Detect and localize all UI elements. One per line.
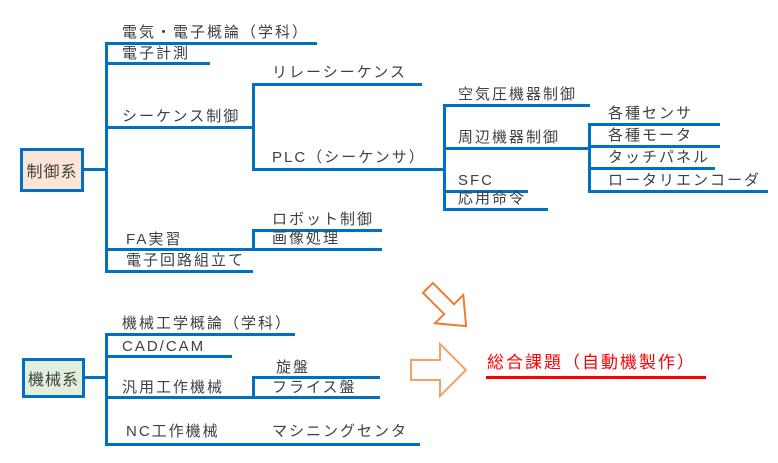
branch-underline-sensors	[588, 123, 720, 126]
branch-underline-mech-theory	[105, 333, 295, 336]
control-systems-root-box: 制御系	[20, 148, 84, 192]
branch-underline-fa-practice	[105, 248, 382, 251]
machine-systems-root-box: 機械系	[22, 358, 85, 398]
node-plc: PLC（シーケンサ）	[272, 149, 426, 166]
fa-subtree-vertical-line	[252, 229, 255, 251]
branch-underline-general-machine-tools	[105, 396, 380, 399]
control-trunk-line	[105, 42, 108, 273]
branch-underline-touch-panel	[588, 167, 715, 170]
node-image-processing: 画像処理	[272, 230, 341, 247]
node-sfc: SFC	[458, 172, 494, 189]
node-lathe: 旋盤	[276, 359, 311, 376]
branch-underline-rotary-encoder	[588, 190, 768, 193]
branch-underline-nc-machine-tools	[105, 443, 420, 446]
node-milling-machine: フライス盤	[272, 379, 357, 396]
branch-underline-sequence-control	[105, 126, 255, 129]
node-peripheral-control: 周辺機器制御	[458, 129, 561, 146]
node-pneumatic-control: 空気圧機器制御	[458, 86, 578, 103]
node-general-machine-tools: 汎用工作機械	[122, 379, 225, 396]
node-circuit-assembly: 電子回路組立て	[126, 252, 246, 269]
flow-arrow-right-icon	[410, 341, 468, 399]
branch-underline-electronic-measurement	[105, 62, 210, 65]
branch-underline-robot-control	[252, 229, 382, 232]
goal-underline	[486, 376, 706, 379]
node-machining-center: マシニングセンタ	[272, 423, 409, 440]
branch-underline-pneumatic	[443, 104, 590, 107]
node-robot-control: ロボット制御	[272, 211, 375, 228]
branch-underline-applied-commands	[443, 208, 548, 211]
goal-title: 総合課題（自動機製作）	[487, 353, 696, 372]
node-electronic-measurement: 電子計測	[122, 45, 191, 62]
branch-underline-electric-theory	[105, 42, 317, 45]
node-fa-practice: FA実習	[126, 231, 183, 248]
control-systems-root-label: 制御系	[26, 164, 78, 181]
node-mech-theory: 機械工学概論（学科）	[122, 315, 293, 332]
branch-underline-relay-sequence	[252, 83, 422, 86]
node-applied-commands: 応用命令	[458, 190, 527, 207]
node-sequence-control: シーケンス制御	[122, 108, 241, 125]
branch-underline-plc	[252, 168, 445, 171]
node-rotary-encoder: ロータリエンコーダ	[608, 172, 762, 189]
machine-box-connector-line	[85, 376, 107, 379]
branch-underline-sfc	[443, 190, 528, 193]
branch-underline-lathe	[252, 376, 380, 379]
branch-underline-circuit-assembly	[105, 270, 253, 273]
node-sensors: 各種センサ	[608, 105, 694, 122]
branch-underline-cad-cam	[105, 355, 232, 358]
machine-trunk-line	[105, 333, 108, 446]
node-electric-theory: 電気・電子概論（学科）	[122, 24, 310, 41]
node-cad-cam: CAD/CAM	[122, 338, 206, 355]
control-box-connector-line	[84, 168, 107, 171]
branch-underline-motors	[588, 145, 720, 148]
flow-arrow-down-right-icon	[421, 281, 468, 328]
node-touch-panel: タッチパネル	[608, 149, 711, 166]
machine-subtree-vertical-line	[252, 376, 255, 399]
sequence-subtree-vertical-line	[252, 83, 255, 171]
branch-underline-peripheral	[443, 147, 591, 150]
machine-systems-root-label: 機械系	[27, 372, 79, 389]
plc-subtree-vertical-line	[443, 104, 446, 211]
node-nc-machine-tools: NC工作機械	[126, 423, 220, 440]
peripheral-subtree-vertical-line	[588, 123, 591, 193]
node-relay-sequence: リレーシーケンス	[272, 64, 407, 81]
node-motors: 各種モータ	[608, 127, 694, 144]
